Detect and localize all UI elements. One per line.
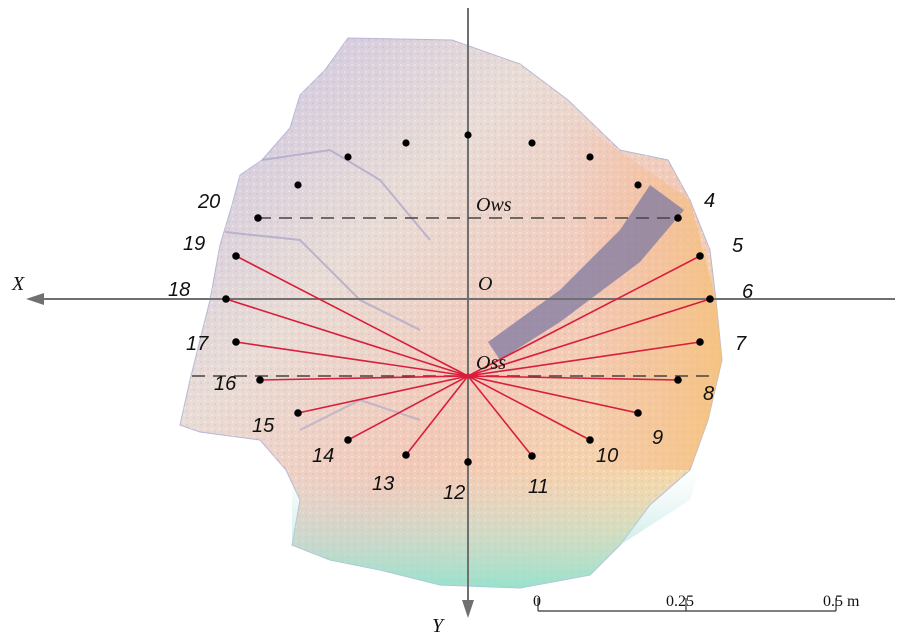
- measure-point-19: [232, 252, 240, 260]
- measure-point-12: [464, 458, 472, 466]
- measure-point-8: [674, 376, 682, 384]
- x-axis-label: X: [11, 273, 25, 295]
- measure-point-11: [528, 452, 536, 460]
- upper-point: [294, 181, 302, 189]
- point-label-19: 19: [183, 233, 205, 255]
- point-label-16: 16: [214, 373, 237, 395]
- measure-point-17: [232, 338, 240, 346]
- measure-point-20: [254, 214, 262, 222]
- radial-lines: [225, 255, 711, 457]
- scale-tick-025: 0.25: [666, 593, 694, 610]
- measure-point-10: [586, 436, 594, 444]
- measure-point-18: [222, 295, 230, 303]
- scale-tick-05: 0.5 m: [823, 593, 860, 610]
- point-label-5: 5: [732, 235, 744, 257]
- point-label-18: 18: [168, 279, 190, 301]
- ray-to-point-11: [467, 375, 533, 457]
- point-label-14: 14: [312, 445, 334, 467]
- ray-to-point-13: [405, 375, 469, 456]
- ray-to-point-16: [259, 375, 469, 381]
- rock-surface: [179, 37, 723, 589]
- upper-point: [528, 139, 536, 147]
- scale-tick-0: 0: [533, 593, 541, 610]
- x-axis: [26, 293, 895, 305]
- point-label-7: 7: [735, 333, 747, 355]
- point-label-20: 20: [197, 191, 220, 213]
- measure-point-7: [696, 338, 704, 346]
- ray-to-point-8: [467, 375, 679, 381]
- point-label-15: 15: [252, 415, 275, 437]
- ray-to-point-10: [467, 375, 591, 441]
- ows-label: Ows: [476, 194, 512, 216]
- ray-to-point-14: [347, 375, 469, 441]
- upper-point: [402, 139, 410, 147]
- point-label-11: 11: [528, 476, 549, 498]
- ray-to-point-18: [225, 298, 469, 377]
- ray-to-point-5: [467, 255, 701, 377]
- measure-point-14: [344, 436, 352, 444]
- ray-to-point-9: [467, 375, 639, 414]
- measure-point-16: [256, 376, 264, 384]
- point-label-17: 17: [186, 333, 209, 355]
- upper-point: [586, 153, 594, 161]
- upper-point: [344, 153, 352, 161]
- ray-to-point-6: [467, 298, 711, 377]
- point-label-10: 10: [596, 445, 618, 467]
- point-label-9: 9: [652, 427, 663, 449]
- y-axis: [462, 8, 474, 618]
- point-label-6: 6: [742, 281, 754, 303]
- ray-to-point-19: [235, 255, 469, 377]
- upper-point: [464, 131, 472, 139]
- scale-bar: 0 0.25 0.5 m: [533, 593, 860, 612]
- ray-to-point-17: [235, 341, 469, 377]
- ray-to-point-7: [467, 341, 701, 377]
- point-label-13: 13: [372, 473, 394, 495]
- y-axis-label: Y: [432, 615, 445, 636]
- upper-point: [634, 181, 642, 189]
- oss-point: [465, 373, 471, 379]
- measure-point-5: [696, 252, 704, 260]
- measure-point-9: [634, 409, 642, 417]
- origin-label: O: [478, 273, 492, 295]
- point-label-4: 4: [704, 190, 715, 212]
- upper-points: [294, 131, 642, 189]
- measure-point-15: [294, 409, 302, 417]
- point-label-12: 12: [443, 482, 465, 504]
- measure-point-4: [674, 214, 682, 222]
- measure-point-13: [402, 451, 410, 459]
- point-label-8: 8: [703, 383, 714, 405]
- ray-to-point-15: [297, 375, 469, 414]
- measure-point-6: [706, 295, 714, 303]
- oss-label: Oss: [476, 352, 506, 374]
